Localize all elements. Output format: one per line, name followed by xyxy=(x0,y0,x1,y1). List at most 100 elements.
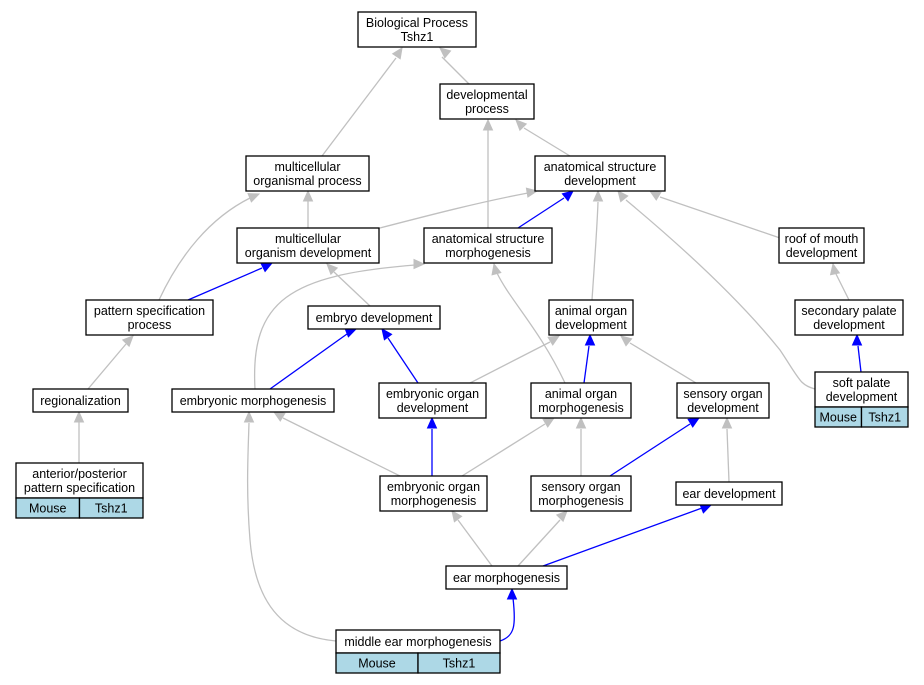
node-box xyxy=(15,462,144,499)
edge-embryonic-organ-morphogenesis-to-embryonic-morphogenesis xyxy=(272,411,401,477)
node-box xyxy=(379,475,488,512)
node-label-line: animal organ xyxy=(555,304,627,318)
node-label-line: morphogenesis xyxy=(538,401,623,415)
edge-embryonic-organ-morphogenesis-to-animal-organ-morphogenesis xyxy=(461,417,556,477)
node-label-line: embryo development xyxy=(316,311,433,325)
edge-embryonic-morphogenesis-to-embryo-development xyxy=(269,328,358,390)
edge-ear-development-to-sensory-organ-development xyxy=(721,416,733,483)
node-embryonic-morphogenesis[interactable]: embryonic morphogenesis xyxy=(171,388,335,413)
node-box xyxy=(357,11,477,48)
arrowhead xyxy=(260,262,274,273)
node-box xyxy=(548,299,634,336)
node-box xyxy=(534,155,666,192)
edge-anatomical-structure-development-to-developmental-process xyxy=(515,119,571,157)
annotation-gene: Tshz1 xyxy=(443,657,476,671)
edge-embryonic-organ-morphogenesis-to-embryonic-organ-development xyxy=(426,416,438,476)
node-label-line: organism development xyxy=(245,246,372,260)
edge-sensory-organ-morphogenesis-to-animal-organ-morphogenesis xyxy=(575,416,587,476)
edge-ear-morphogenesis-to-embryonic-organ-morphogenesis xyxy=(451,510,493,567)
edge-embryonic-organ-development-to-animal-organ-development xyxy=(469,335,561,384)
arrowhead xyxy=(648,190,662,201)
node-label-line: process xyxy=(128,318,172,332)
arrowhead xyxy=(247,193,261,203)
node-box xyxy=(676,382,770,419)
node-label-line: anatomical structure xyxy=(544,160,657,174)
edges-layer xyxy=(73,46,863,642)
arrowhead xyxy=(426,416,438,429)
edge-animal-organ-morphogenesis-to-animal-organ-development xyxy=(583,333,596,384)
arrowhead xyxy=(547,335,561,346)
edge-pattern-specification-process-to-multicellular-organism-development xyxy=(187,262,274,301)
node-label-line: anatomical structure xyxy=(432,232,545,246)
annotation-gene: Tshz1 xyxy=(95,502,128,516)
arrowhead xyxy=(121,335,134,348)
arrowhead xyxy=(851,333,863,346)
node-label-line: secondary palate xyxy=(801,304,896,318)
node-label-line: developmental xyxy=(446,88,527,102)
node-label-line: morphogenesis xyxy=(538,494,623,508)
node-label-line: pattern specification xyxy=(24,481,135,495)
arrowhead xyxy=(592,189,604,202)
edge-sensory-organ-morphogenesis-to-sensory-organ-development xyxy=(609,417,701,477)
node-box xyxy=(530,475,632,512)
edge-animal-organ-morphogenesis-to-anatomical-structure-morphogenesis xyxy=(491,262,566,384)
edge-ear-morphogenesis-to-sensory-organ-morphogenesis xyxy=(517,510,568,567)
edge-sensory-organ-development-to-animal-organ-development xyxy=(620,335,697,384)
node-ear-development[interactable]: ear development xyxy=(675,481,783,506)
node-label-line: morphogenesis xyxy=(445,246,530,260)
arrowhead xyxy=(687,417,701,428)
node-label-line: ear morphogenesis xyxy=(453,571,560,585)
arrowhead xyxy=(73,410,85,423)
arrowhead xyxy=(617,190,629,203)
node-label-line: development xyxy=(813,318,885,332)
edge-multicellular-organism-development-to-multicellular-organismal-process xyxy=(302,189,314,228)
node-ear-morphogenesis[interactable]: ear morphogenesis xyxy=(445,565,568,590)
arrowhead xyxy=(439,47,452,59)
node-regionalization[interactable]: regionalization xyxy=(32,388,129,413)
annotation-gene: Tshz1 xyxy=(868,411,901,425)
arrowhead xyxy=(525,187,539,198)
node-label-line: embryonic organ xyxy=(386,387,479,401)
annotation-cell xyxy=(860,406,909,428)
arrowhead xyxy=(515,119,528,132)
edge-embryo-development-to-multicellular-organism-development xyxy=(326,263,371,307)
node-label-line: pattern specification xyxy=(94,304,205,318)
node-label-line: development xyxy=(564,174,636,188)
arrowhead xyxy=(243,410,255,423)
node-box xyxy=(794,299,904,336)
node-box xyxy=(307,305,441,330)
node-box xyxy=(245,155,370,192)
annotation-cell xyxy=(417,652,501,674)
arrowhead xyxy=(575,416,587,429)
node-label-line: middle ear morphogenesis xyxy=(344,635,491,649)
arrowhead xyxy=(721,416,733,429)
arrowhead xyxy=(584,333,596,346)
edge-soft-palate-development-to-secondary-palate-development xyxy=(851,333,863,373)
node-label-line: regionalization xyxy=(40,394,121,408)
arrowhead xyxy=(381,328,393,341)
arrowhead xyxy=(506,587,518,600)
node-embryo-development[interactable]: embryo development xyxy=(307,305,441,330)
arrowhead xyxy=(482,118,494,131)
edge-anatomical-structure-morphogenesis-to-developmental-process xyxy=(482,118,494,228)
arrowhead xyxy=(302,189,314,202)
edge-middle-ear-morphogenesis-to-embryonic-morphogenesis xyxy=(243,410,337,642)
